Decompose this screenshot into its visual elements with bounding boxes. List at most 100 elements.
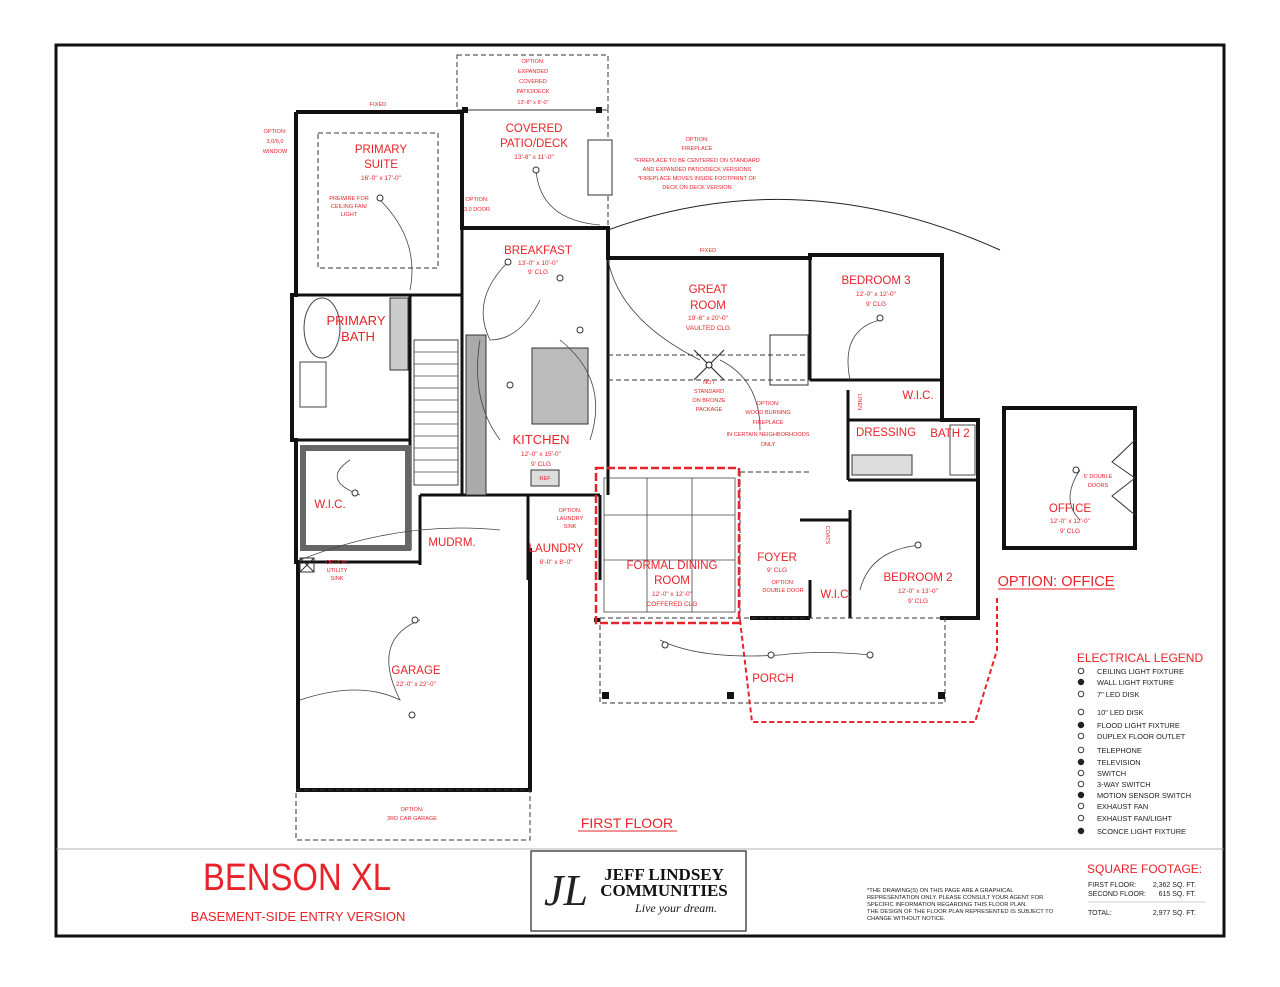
stair-block — [413, 339, 459, 486]
great-room-name-1: GREAT — [689, 284, 728, 296]
legend-item-label: 3-WAY SWITCH — [1097, 780, 1151, 789]
bath2-tub — [949, 424, 976, 476]
window-option-2: 3,0/6,0 — [266, 139, 283, 145]
expanded-patio-note-2: EXPANDED — [518, 69, 548, 75]
great-room-name-2: ROOM — [690, 300, 726, 312]
office-doors-1: 5' DOUBLE — [1084, 474, 1113, 480]
sqft-row-1-label: SECOND FLOOR: — [1088, 891, 1146, 898]
ceiling-light-icon — [1077, 667, 1085, 675]
primary-bath-name-1: PRIMARY — [327, 313, 386, 328]
window-option-1: OPTION: — [264, 129, 287, 135]
option-office-label: OPTION: OFFICE — [998, 574, 1115, 590]
garage-dims: 22'-0" x 22'-0" — [396, 681, 437, 688]
wood-fireplace-2: WOOD BURNING — [745, 410, 790, 416]
fireplace-note-5: *FIREPLACE MOVES INSIDE FOOTPRINT OF — [638, 176, 757, 182]
expanded-patio-note-5: 13'-8" x 8'-0" — [517, 100, 548, 106]
floor-label: FIRST FLOOR — [581, 815, 673, 831]
kitchen-name: KITCHEN — [512, 432, 569, 447]
primary-bath-name-2: BATH — [341, 329, 375, 344]
fireplace-note-4: AND EXPANDED PATIO/DECK VERSIONS — [643, 167, 752, 173]
covered-patio-name-1: COVERED — [506, 123, 563, 135]
covered-patio-name-2: PATIO/DECK — [500, 138, 568, 150]
ref-label: REF — [539, 476, 551, 482]
laundry-dims: 6'-0" x 8'-0" — [540, 559, 573, 566]
bedroom3-clg: 9' CLG — [866, 301, 886, 308]
disclaimer: *THE DRAWING(S) ON THIS PAGE ARE A GRAPH… — [867, 888, 1054, 922]
wood-fireplace-3: FIREPLACE — [752, 420, 783, 426]
porch-name: PORCH — [752, 673, 794, 685]
stair-treads — [414, 351, 458, 473]
legend-item-label: WALL LIGHT FIXTURE — [1097, 678, 1174, 687]
office-doors — [1111, 439, 1136, 516]
wall-light-icon — [1077, 678, 1085, 686]
led-disk-10-icon — [1077, 708, 1085, 716]
formal-dining-dims: 12'-0" x 12'-0" — [652, 591, 693, 598]
kitchen-counter — [465, 334, 487, 496]
wood-fireplace-4: IN CERTAIN NEIGHBORHOODS — [726, 432, 809, 438]
ceiling-fan-note-3: LIGHT — [341, 212, 358, 218]
coffered-grid — [603, 477, 736, 613]
brand-tagline: Live your dream. — [634, 901, 717, 915]
formal-dining-name-2: ROOM — [654, 575, 690, 587]
double-door-2: DOUBLE DOOR — [762, 588, 803, 594]
motion-switch-icon — [1077, 791, 1085, 799]
square-footage-block: SQUARE FOOTAGE: FIRST FLOOR: 2,362 SQ. F… — [1087, 862, 1206, 917]
double-door-1: OPTION: — [772, 580, 795, 586]
plan-title: BENSON XL — [203, 857, 391, 899]
expanded-patio-note-1: OPTION: — [522, 59, 545, 65]
brand-monogram: JL — [544, 866, 588, 915]
fan-note-1: NOT — [703, 380, 715, 386]
electrical-legend: ELECTRICAL LEGEND CEILING LIGHT FIXTUREW… — [1077, 651, 1204, 836]
fireplace-note-3: *FIREPLACE TO BE CENTERED ON STANDARD — [634, 158, 760, 164]
laundry-sink-2: LAUNDRY — [557, 516, 584, 522]
door-option-1: OPTION: — [466, 197, 489, 203]
fan-note-4: PACKAGE — [696, 407, 723, 413]
wood-fireplace-1: OPTION: — [757, 401, 780, 407]
legend-item-label: TELEVISION — [1097, 758, 1141, 767]
sqft-row-0-value: 2,362 SQ. FT. — [1153, 882, 1196, 889]
breakfast-clg: 9' CLG — [528, 269, 548, 276]
office-clg: 9' CLG — [1060, 528, 1080, 535]
legend-item-label: FLOOD LIGHT FIXTURE — [1097, 721, 1180, 730]
bath2-name: BATH 2 — [930, 428, 969, 440]
fireplace-patio — [587, 139, 613, 196]
foyer-clg: 9' CLG — [767, 567, 787, 574]
formal-dining-name-1: FORMAL DINING — [627, 560, 718, 572]
utility-sink-1: OPTION: — [326, 560, 349, 566]
covered-patio-dims: 13'-8" x 11'-0" — [514, 154, 554, 161]
wic-bed3-name: W.I.C. — [902, 390, 933, 402]
wic-closet-wall — [300, 445, 411, 551]
switch-icon — [1077, 769, 1085, 777]
laundry-name: LAUNDRY — [529, 543, 584, 555]
fireplace-note-1: OPTION: — [686, 137, 709, 143]
bedroom3-name: BEDROOM 3 — [841, 275, 910, 287]
room-labels: PRIMARY SUITE 16'-0" x 17'-0" PRIMARY BA… — [314, 123, 1091, 688]
vault-arc — [607, 198, 1001, 251]
mudrm-name: MUDRM. — [428, 537, 475, 549]
kitchen-island — [531, 347, 589, 425]
dressing-vanity — [851, 454, 913, 476]
flood-light-icon — [1077, 721, 1085, 729]
dressing-name: DRESSING — [856, 427, 916, 439]
bedroom3-dims: 12'-0" x 12'-0" — [856, 291, 897, 298]
fireplace-great — [769, 334, 809, 386]
plan-subtitle: BASEMENT-SIDE ENTRY VERSION — [191, 909, 406, 924]
electrical-wiring — [299, 169, 1081, 701]
legend-item-label: DUPLEX FLOOR OUTLET — [1097, 732, 1186, 741]
laundry-sink-3: SINK — [563, 524, 576, 530]
sqft-row-2-value: 2,977 SQ. FT. — [1153, 910, 1196, 917]
wic-bed2-name: W.I.C. — [820, 589, 851, 601]
fan-note-2: STANDARD — [694, 389, 724, 395]
primary-suite-dims: 16'-0" x 17'-0" — [361, 175, 402, 182]
formal-dining-option-outline — [594, 466, 741, 625]
kitchen-dims: 12'-0" x 15'-0" — [521, 451, 562, 458]
bedroom2-clg: 9' CLG — [908, 598, 928, 605]
sqft-heading: SQUARE FOOTAGE: — [1087, 862, 1202, 876]
expanded-patio-note-4: PATIO/DECK — [516, 89, 549, 95]
vanity-primary — [389, 297, 409, 371]
breakfast-name: BREAKFAST — [504, 245, 572, 257]
window-option-3: WINDOW — [263, 149, 288, 155]
